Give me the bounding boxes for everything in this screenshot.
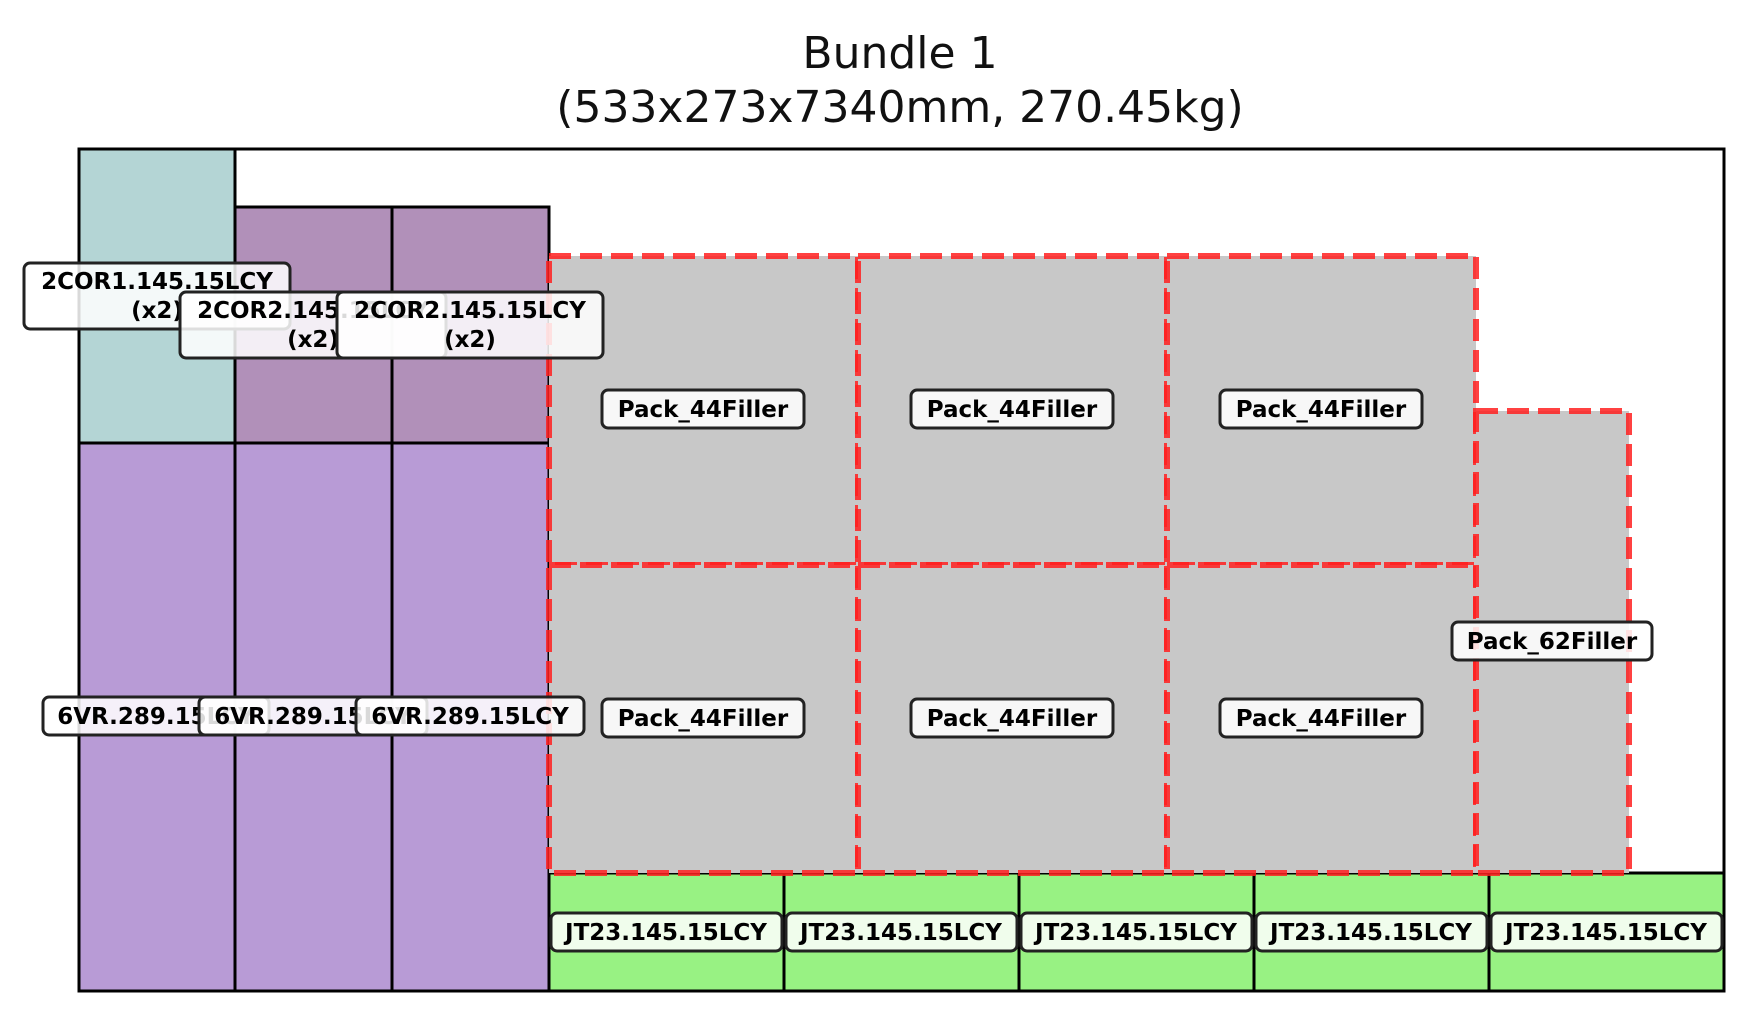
label-vr-3-name: 6VR.289.15LCY (371, 704, 569, 730)
label-vr-3: 6VR.289.15LCY (354, 695, 586, 737)
filler-packs (546, 253, 1632, 876)
label-filler-7-name: Pack_62Filler (1467, 629, 1638, 655)
label-jt-1: JT23.145.15LCY (549, 911, 784, 953)
label-jt-4-name: JT23.145.15LCY (1268, 920, 1472, 946)
label-jt-2-name: JT23.145.15LCY (798, 920, 1002, 946)
label-filler-1-name: Pack_44Filler (618, 397, 789, 423)
label-filler-4-name: Pack_44Filler (618, 706, 789, 732)
labels: 2COR1.145.15LCY (x2) 2COR2.145.15LCY (x2… (22, 261, 1724, 953)
label-jt-3-name: JT23.145.15LCY (1033, 920, 1237, 946)
title-line-2: (533x273x7340mm, 270.45kg) (556, 82, 1243, 133)
label-filler-7: Pack_62Filler (1450, 620, 1654, 662)
label-filler-3-name: Pack_44Filler (1236, 397, 1407, 423)
label-cor2-a-qty: (x2) (287, 327, 339, 353)
label-cor1-qty: (x2) (131, 298, 183, 324)
label-jt-5-name: JT23.145.15LCY (1503, 920, 1707, 946)
label-jt-1-name: JT23.145.15LCY (563, 920, 767, 946)
label-filler-2: Pack_44Filler (909, 388, 1115, 430)
label-jt-4: JT23.145.15LCY (1254, 911, 1489, 953)
label-filler-5: Pack_44Filler (909, 697, 1115, 739)
label-jt-2: JT23.145.15LCY (784, 911, 1019, 953)
label-filler-5-name: Pack_44Filler (927, 706, 1098, 732)
label-jt-5: JT23.145.15LCY (1489, 911, 1724, 953)
title-line-1: Bundle 1 (802, 28, 997, 79)
label-filler-4: Pack_44Filler (600, 697, 806, 739)
label-filler-6: Pack_44Filler (1218, 697, 1424, 739)
label-filler-6-name: Pack_44Filler (1236, 706, 1407, 732)
label-filler-3: Pack_44Filler (1218, 388, 1424, 430)
label-cor2-b-name: 2COR2.145.15LCY (354, 298, 586, 324)
label-cor2-b-qty: (x2) (444, 327, 496, 353)
label-filler-2-name: Pack_44Filler (927, 397, 1098, 423)
label-jt-3: JT23.145.15LCY (1019, 911, 1254, 953)
label-filler-1: Pack_44Filler (600, 388, 806, 430)
label-cor2-b: 2COR2.145.15LCY (x2) (335, 290, 605, 360)
